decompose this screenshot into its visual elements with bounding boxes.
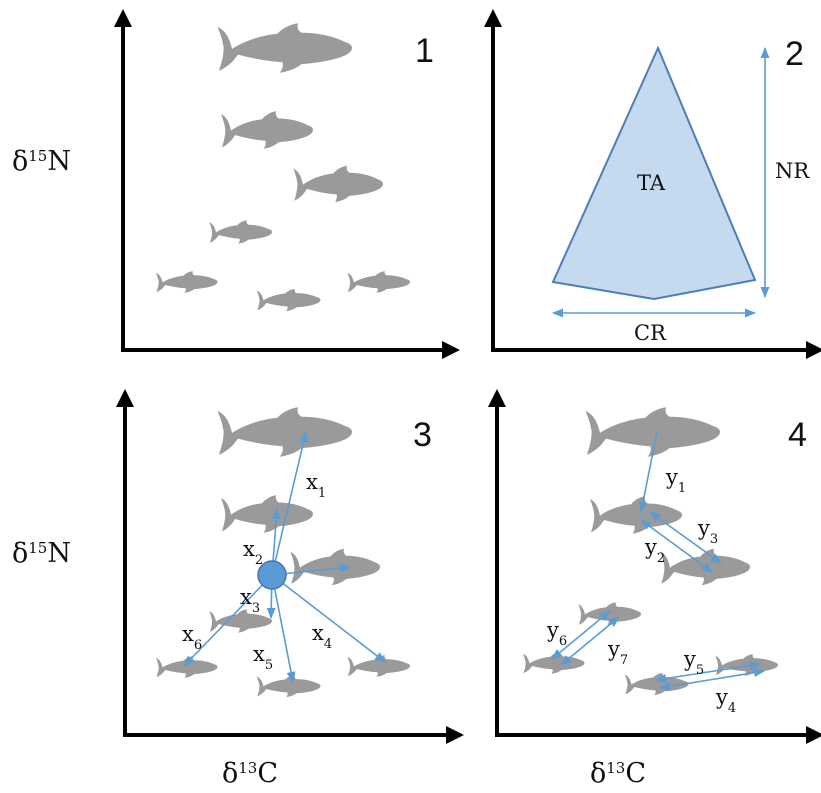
total-area-label: TA bbox=[637, 171, 666, 195]
nn-label-y3: y3 bbox=[697, 516, 718, 547]
fish-icon bbox=[715, 654, 778, 676]
distance-label-x4: x4 bbox=[312, 621, 332, 652]
distance-arrow-x1 bbox=[271, 430, 309, 576]
nn-distance-arrow-y7 bbox=[560, 616, 620, 666]
fish-icon bbox=[221, 111, 313, 149]
fish-icon bbox=[293, 165, 383, 203]
nn-distance-arrow-y5 bbox=[654, 661, 762, 683]
distance-label-x2: x2 bbox=[243, 537, 263, 568]
fish-icon bbox=[578, 602, 641, 626]
panel-1-number: 1 bbox=[415, 32, 434, 70]
nn-label-y5: y5 bbox=[683, 647, 704, 678]
fish-icon bbox=[217, 23, 352, 73]
nn-label-y7: y7 bbox=[607, 637, 628, 668]
fish-group bbox=[155, 407, 410, 698]
fish-icon bbox=[155, 271, 218, 293]
fish-icon bbox=[347, 655, 410, 677]
panel-3: 3 x1 x2 x3 x4 x5 x6 bbox=[116, 389, 464, 744]
carbon-range-label: CR bbox=[634, 321, 667, 345]
panel-3-number: 3 bbox=[413, 416, 432, 454]
fish-group bbox=[155, 23, 410, 312]
fish-icon bbox=[217, 407, 352, 457]
panel-4-number: 4 bbox=[788, 416, 807, 454]
distance-label-x1: x1 bbox=[306, 470, 326, 501]
nn-label-y4: y4 bbox=[715, 685, 736, 716]
nn-label-y2: y2 bbox=[644, 535, 665, 566]
distance-arrow-x4 bbox=[271, 574, 386, 663]
distance-label-x5: x5 bbox=[253, 642, 273, 673]
fish-icon bbox=[290, 548, 380, 586]
distance-label-x3: x3 bbox=[240, 585, 260, 616]
distance-label-x6: x6 bbox=[182, 622, 202, 653]
y-axis-label-top: δ15N bbox=[12, 146, 71, 177]
fish-icon bbox=[256, 674, 321, 698]
panel-4: 4 y1 y2 y3 y4 y5 y6 y7 bbox=[488, 389, 821, 744]
fish-icon bbox=[155, 656, 218, 678]
x-axis-label-right: δ13C bbox=[590, 758, 646, 789]
nitrogen-range-label: NR bbox=[775, 159, 810, 183]
distance-arrow-x5 bbox=[271, 574, 296, 684]
panel-2-number: 2 bbox=[785, 35, 804, 73]
fish-icon bbox=[590, 496, 682, 534]
nn-distance-arrow-y1 bbox=[638, 431, 658, 514]
fish-icon bbox=[209, 220, 272, 244]
centroid-marker bbox=[257, 560, 287, 590]
fish-icon bbox=[256, 288, 321, 312]
y-axis-label-bottom: δ15N bbox=[12, 538, 71, 569]
panel-1: 1 bbox=[114, 9, 460, 359]
trophic-area-polygon bbox=[551, 45, 757, 301]
fish-icon bbox=[347, 271, 410, 293]
fish-icon bbox=[522, 652, 585, 674]
nn-label-y6: y6 bbox=[546, 618, 567, 649]
nn-distance-arrow-y4 bbox=[658, 668, 766, 691]
panel-2: 2 TA NR CR bbox=[484, 9, 821, 359]
fish-icon bbox=[221, 495, 313, 533]
nn-label-y1: y1 bbox=[665, 465, 686, 496]
nn-distance-arrow-y3 bbox=[649, 511, 722, 564]
x-axis-label-left: δ13C bbox=[222, 758, 278, 789]
distance-arrow-x6 bbox=[183, 574, 273, 667]
